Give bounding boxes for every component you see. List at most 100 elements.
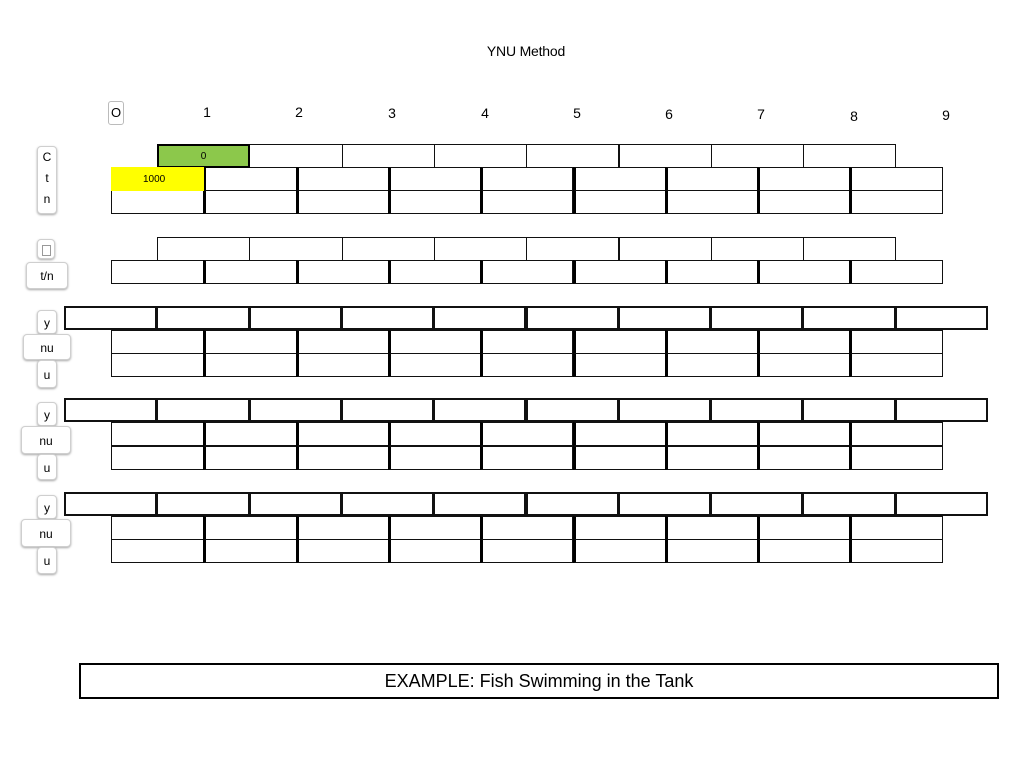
t-row-cell-1[interactable] — [203, 167, 297, 191]
t-row-cell-7[interactable] — [757, 167, 851, 191]
n-row-cell-3[interactable] — [387, 190, 482, 214]
u-row-3-cell-5[interactable] — [572, 353, 666, 377]
nu-row-3-cell-7[interactable] — [757, 330, 851, 354]
y-row-5-cell-2[interactable] — [248, 492, 342, 516]
t-n-row-cell-1[interactable] — [203, 260, 297, 284]
n-row-cell-7[interactable] — [757, 190, 851, 214]
nu-row-4-cell-2[interactable] — [295, 422, 389, 446]
y-row-3-cell-9[interactable] — [894, 306, 988, 330]
nu-row-5-cell-1[interactable] — [203, 516, 297, 540]
u-row-5-cell-8[interactable] — [849, 539, 943, 563]
icon-row-cell-0[interactable] — [157, 237, 251, 261]
c-row-cell-2[interactable] — [341, 144, 435, 168]
y-row-4-cell-1[interactable] — [156, 398, 250, 422]
y-row-3-cell-6[interactable] — [617, 306, 712, 330]
y-row-5-cell-9[interactable] — [894, 492, 988, 516]
n-row-cell-0[interactable] — [111, 190, 205, 214]
nu-row-5-cell-7[interactable] — [757, 516, 851, 540]
nu-row-4-cell-1[interactable] — [203, 422, 297, 446]
n-row-cell-2[interactable] — [295, 190, 389, 214]
c-row-cell-3[interactable] — [433, 144, 528, 168]
y-row-3-cell-5[interactable] — [525, 306, 619, 330]
u-row-4-cell-4[interactable] — [480, 446, 574, 470]
nu-row-5-cell-2[interactable] — [295, 516, 389, 540]
nu-row-3-cell-3[interactable] — [387, 330, 482, 354]
u-row-4-cell-6[interactable] — [664, 446, 759, 470]
u-row-5-cell-2[interactable] — [295, 539, 389, 563]
nu-row-4-cell-6[interactable] — [664, 422, 759, 446]
nu-row-4-cell-5[interactable] — [572, 422, 666, 446]
u-row-4-cell-0[interactable] — [111, 446, 205, 470]
t-row-cell-2[interactable] — [295, 167, 389, 191]
nu-row-5-cell-6[interactable] — [664, 516, 759, 540]
t-n-row-cell-8[interactable] — [849, 260, 943, 284]
u-row-3-cell-2[interactable] — [295, 353, 389, 377]
c-row-cell-4[interactable] — [526, 144, 620, 168]
u-row-5-cell-3[interactable] — [387, 539, 482, 563]
icon-row-cell-1[interactable] — [249, 237, 343, 261]
y-row-5-cell-1[interactable] — [156, 492, 250, 516]
icon-row-cell-2[interactable] — [341, 237, 435, 261]
y-row-4-cell-6[interactable] — [617, 398, 712, 422]
nu-row-4-cell-7[interactable] — [757, 422, 851, 446]
u-row-3-cell-6[interactable] — [664, 353, 759, 377]
u-row-4-cell-1[interactable] — [203, 446, 297, 470]
u-row-4-cell-5[interactable] — [572, 446, 666, 470]
nu-row-4-cell-3[interactable] — [387, 422, 482, 446]
u-row-4-cell-7[interactable] — [757, 446, 851, 470]
u-row-5-cell-7[interactable] — [757, 539, 851, 563]
y-row-5-cell-7[interactable] — [710, 492, 804, 516]
nu-row-5-cell-0[interactable] — [111, 516, 205, 540]
icon-row-cell-4[interactable] — [526, 237, 620, 261]
n-row-cell-4[interactable] — [480, 190, 574, 214]
u-row-3-cell-7[interactable] — [757, 353, 851, 377]
c-value-cell[interactable]: 0 — [157, 144, 250, 168]
t-n-row-cell-6[interactable] — [664, 260, 759, 284]
t-n-row-cell-2[interactable] — [295, 260, 389, 284]
nu-row-4-cell-0[interactable] — [111, 422, 205, 446]
u-row-3-cell-3[interactable] — [387, 353, 482, 377]
y-row-4-cell-7[interactable] — [710, 398, 804, 422]
y-row-3-cell-1[interactable] — [156, 306, 250, 330]
n-row-cell-8[interactable] — [849, 190, 943, 214]
u-row-5-cell-5[interactable] — [572, 539, 666, 563]
u-row-5-cell-4[interactable] — [480, 539, 574, 563]
t-n-row-cell-0[interactable] — [111, 260, 205, 284]
u-row-3-cell-1[interactable] — [203, 353, 297, 377]
y-row-4-cell-5[interactable] — [525, 398, 619, 422]
y-row-5-cell-6[interactable] — [617, 492, 712, 516]
u-row-3-cell-4[interactable] — [480, 353, 574, 377]
c-row-cell-7[interactable] — [803, 144, 897, 168]
y-row-4-cell-4[interactable] — [433, 398, 527, 422]
u-row-4-cell-2[interactable] — [295, 446, 389, 470]
c-row-cell-1[interactable] — [249, 144, 343, 168]
y-row-3-cell-8[interactable] — [802, 306, 896, 330]
c-row-cell-5[interactable] — [618, 144, 712, 168]
t-n-row-cell-3[interactable] — [387, 260, 482, 284]
nu-row-5-cell-5[interactable] — [572, 516, 666, 540]
icon-row-cell-5[interactable] — [618, 237, 712, 261]
t-n-row-cell-7[interactable] — [757, 260, 851, 284]
y-row-5-cell-5[interactable] — [525, 492, 619, 516]
nu-row-3-cell-8[interactable] — [849, 330, 943, 354]
u-row-3-cell-0[interactable] — [111, 353, 205, 377]
y-row-5-cell-3[interactable] — [340, 492, 435, 516]
nu-row-3-cell-5[interactable] — [572, 330, 666, 354]
n-row-cell-6[interactable] — [664, 190, 759, 214]
y-row-5-cell-4[interactable] — [433, 492, 527, 516]
y-row-4-cell-8[interactable] — [802, 398, 896, 422]
y-row-4-cell-3[interactable] — [340, 398, 435, 422]
y-row-3-cell-4[interactable] — [433, 306, 527, 330]
n-row-cell-5[interactable] — [572, 190, 666, 214]
nu-row-3-cell-2[interactable] — [295, 330, 389, 354]
y-row-4-cell-9[interactable] — [894, 398, 988, 422]
t-row-cell-3[interactable] — [387, 167, 482, 191]
y-row-4-cell-2[interactable] — [248, 398, 342, 422]
u-row-4-cell-8[interactable] — [849, 446, 943, 470]
u-row-5-cell-1[interactable] — [203, 539, 297, 563]
u-row-5-cell-0[interactable] — [111, 539, 205, 563]
t-row-cell-8[interactable] — [849, 167, 943, 191]
y-row-5-cell-8[interactable] — [802, 492, 896, 516]
t-n-row-cell-5[interactable] — [572, 260, 666, 284]
y-row-3-cell-2[interactable] — [248, 306, 342, 330]
